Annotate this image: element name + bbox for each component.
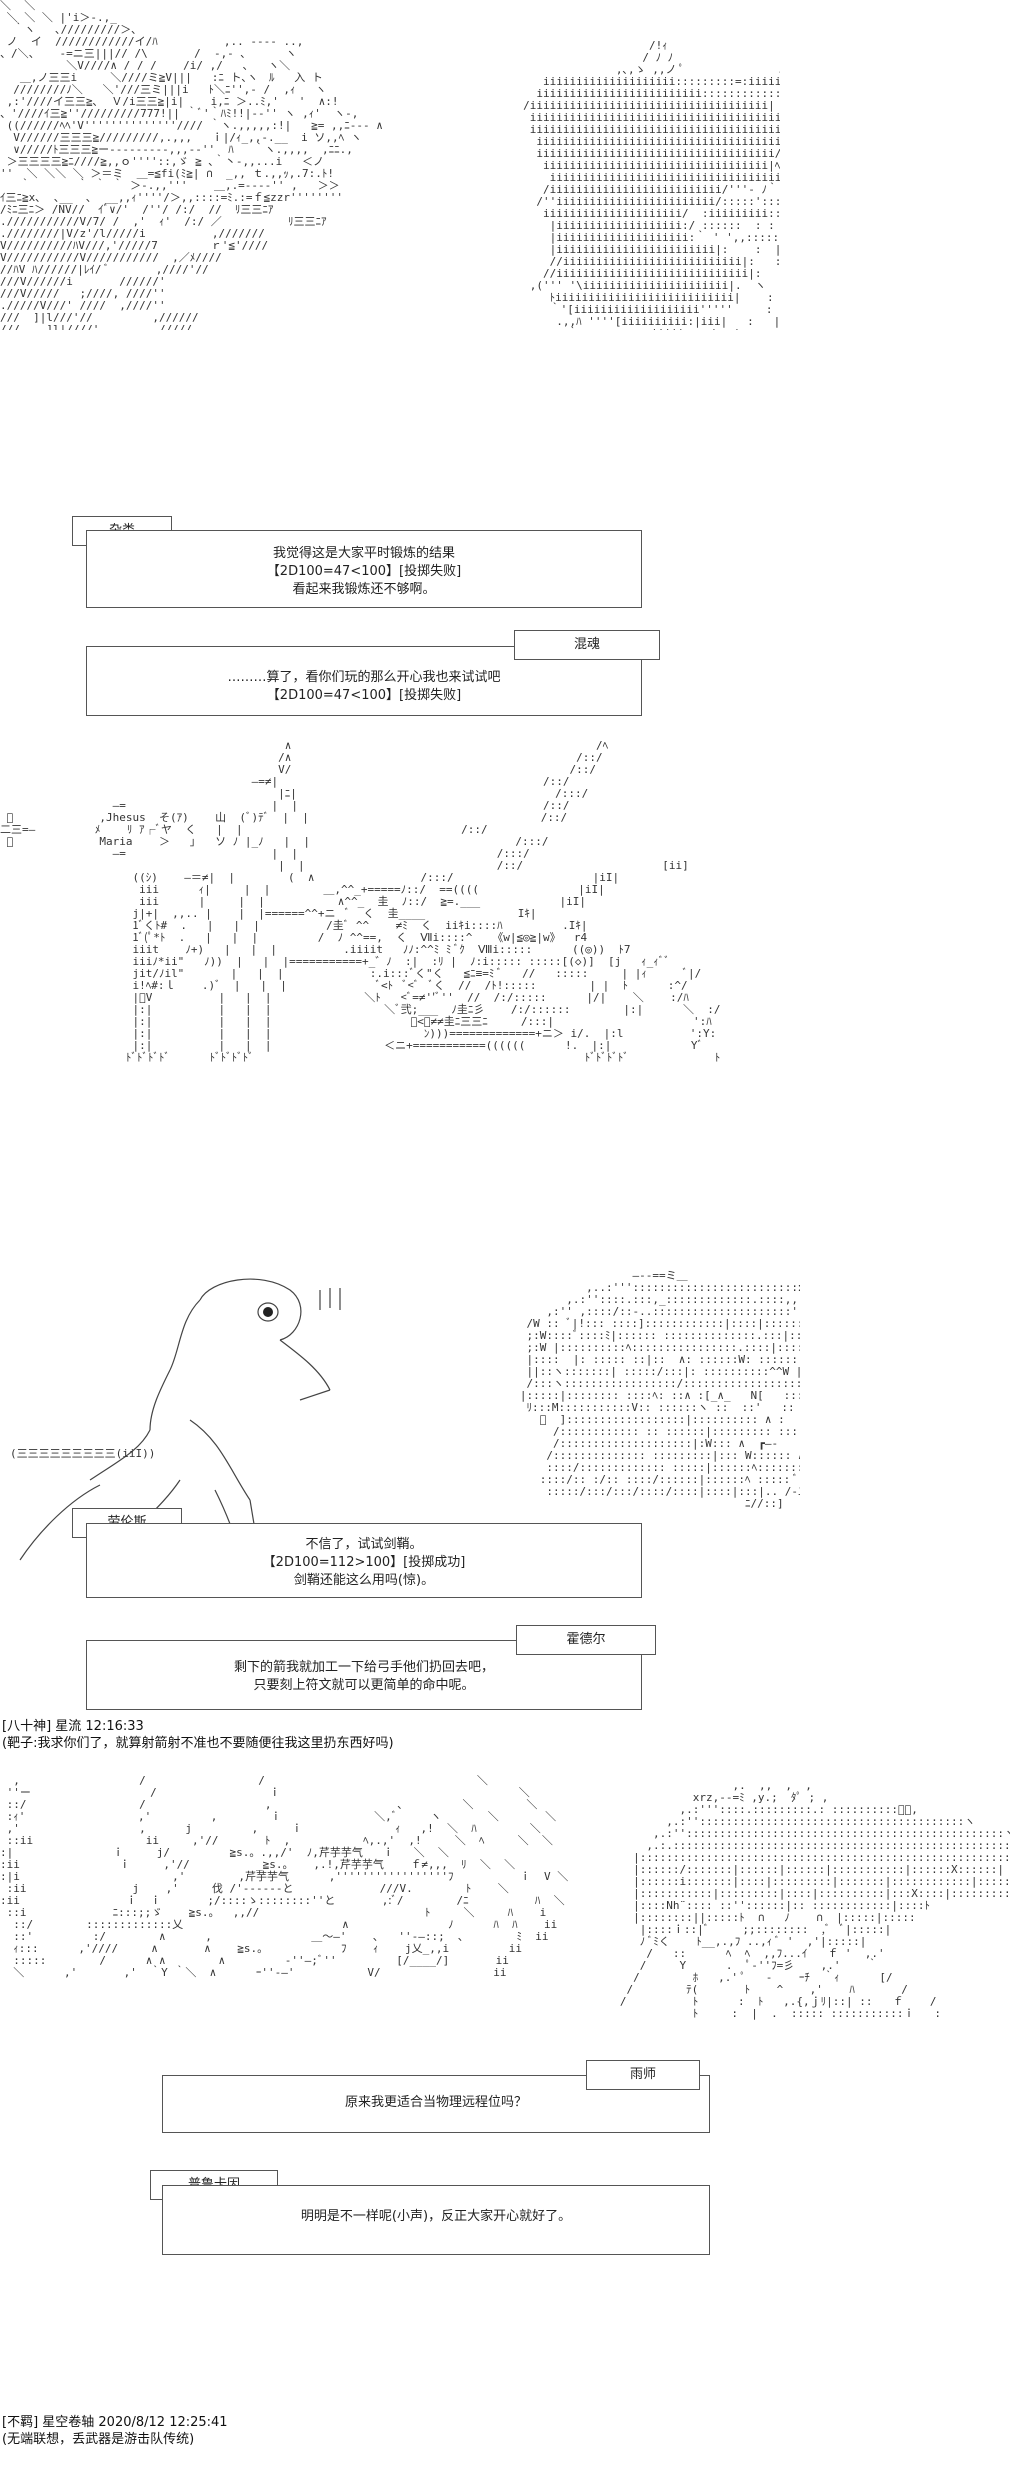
post-body: (无端联想，丢武器是游击队传统) — [2, 2432, 195, 2447]
ascii-art-weapon-stand: ∧ /ﾍ /∧ /::/ V/ — [0, 740, 720, 1064]
dialog-line: 不信了，试试剑鞘。 — [305, 1537, 423, 1552]
dialog-line: 【2D100=47<100】[投掷失败] — [266, 564, 462, 579]
post-body: (靶子:我求你们了，就算射箭射不准也不要随便往我这里扔东西好吗) — [2, 1736, 394, 1751]
dialog-line: 剩下的箭我就加工一下给弓手他们扔回去吧， — [233, 1660, 494, 1675]
ascii-art-sword-scabbard: (三三三三三三三三三(iiI)) — [10, 1448, 156, 1460]
dialog-box-hodor: 剩下的箭我就加工一下给弓手他们扔回去吧， 只要刻上符文就可以更简单的命中呢。 — [86, 1640, 642, 1710]
ascii-art-left-warrior: ＼ ＼ ＼ ＼ ＼ |'i＞-.,_ ｀ヽ ､/////////＞､ ノ イ /… — [0, 0, 383, 330]
post-header: [八十神] 星流 12:16:33 — [2, 1719, 144, 1734]
speaker-tag-hodor: 霍德尔 — [516, 1625, 656, 1655]
dialog-line: 原来我更适合当物理远程位吗？ — [344, 2095, 527, 2110]
dialog-line: 我觉得这是大家平时锻炼的结果 — [272, 546, 455, 561]
dialog-box-zalei: 我觉得这是大家平时锻炼的结果 【2D100=47<100】[投掷失败] 看起来我… — [86, 530, 642, 608]
dialog-line: 只要刻上符文就可以更简单的命中呢。 — [253, 1678, 475, 1693]
ascii-art-right-figure: /!ｨ / ﾉ ﾉ |ヽ ﾊ ,､,ゝ ,,ノ ﾟ ., | | iiiiiii… — [523, 40, 780, 330]
ascii-art-right-hooded-figure: ―‐-==ミ＿ ,..:''':::::::::::::::::::::::::… — [519, 1270, 800, 1510]
dialog-line: 明明是不一样呢(小声)，反正大家开心就好了。 — [300, 2209, 572, 2224]
ascii-art-right-girl-figure: ,. ,, , , xrz,-‐=ﾐ ,y.; ﾀﾟ ; , ,.:''':::… — [619, 1780, 1010, 2020]
speaker-tag-hunhun: 混魂 — [514, 630, 660, 660]
ascii-art-closeup-face: , / / ＼ ''ー / ｉ ＼ ::/ / , — [0, 1775, 569, 1979]
dialog-line: 看起来我锻炼还不够啊。 — [292, 582, 436, 597]
dialog-line: 【2D100=47<100】[投掷失败] — [266, 688, 462, 703]
dialog-line: 【2D100=112>100】[投掷成功] — [262, 1555, 466, 1570]
dialog-box-procaine: 明明是不一样呢(小声)，反正大家开心就好了。 — [162, 2185, 710, 2255]
speaker-tag-yushi: 雨师 — [586, 2060, 700, 2090]
post-header: [不羁] 星空卷轴 2020/8/12 12:25:41 — [2, 2415, 228, 2430]
dialog-box-hunhun: ………算了，看你们玩的那么开心我也来试试吧 【2D100=47<100】[投掷失… — [86, 646, 642, 716]
dialog-box-lawrence: 不信了，试试剑鞘。 【2D100=112>100】[投掷成功] 剑鞘还能这么用吗… — [86, 1523, 642, 1598]
dialog-line: ………算了，看你们玩的那么开心我也来试试吧 — [227, 670, 501, 685]
dialog-line: 剑鞘还能这么用吗(惊)。 — [293, 1573, 435, 1588]
